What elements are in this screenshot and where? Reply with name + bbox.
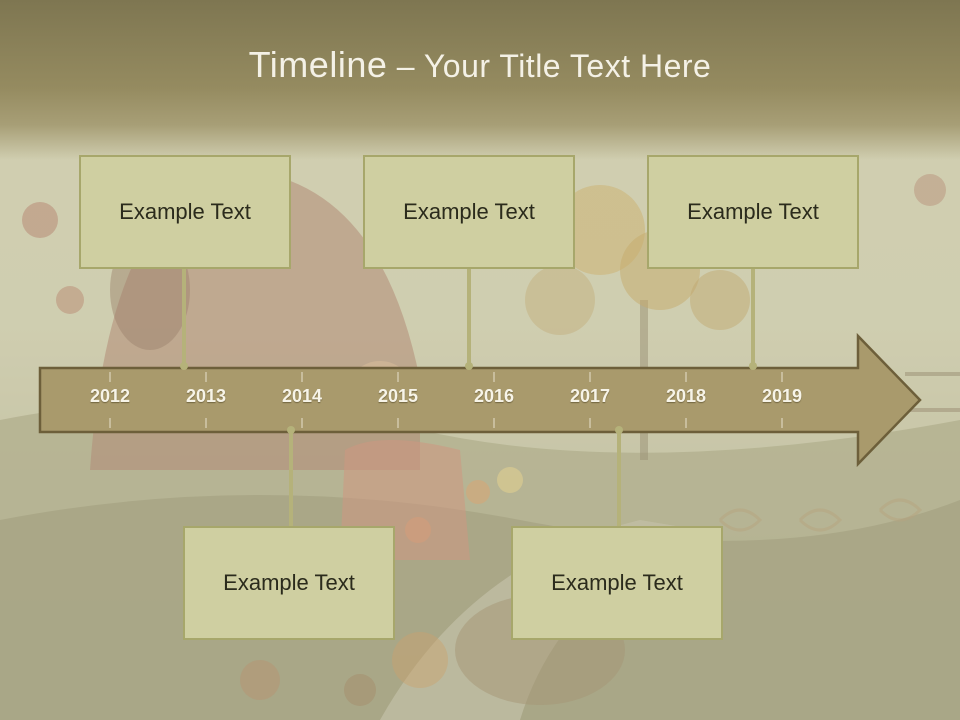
year-label-2012: 2012 — [89, 386, 131, 406]
year-label-2015: 2015 — [377, 386, 419, 406]
event-text: Example Text — [403, 199, 535, 224]
event-text: Example Text — [223, 570, 355, 595]
event-box-bottom-2[interactable]: Example Text — [511, 526, 723, 640]
year-label-2018: 2018 — [665, 386, 707, 406]
event-box-top-3[interactable]: Example Text — [647, 155, 859, 269]
event-box-bottom-1[interactable]: Example Text — [183, 526, 395, 640]
connector-dot-bottom-1 — [287, 426, 295, 434]
title-band — [0, 0, 960, 160]
event-text: Example Text — [551, 570, 683, 595]
year-label-2019: 2019 — [761, 386, 803, 406]
year-label-2017: 2017 — [569, 386, 611, 406]
event-box-top-1[interactable]: Example Text — [79, 155, 291, 269]
event-box-top-2[interactable]: Example Text — [363, 155, 575, 269]
event-text: Example Text — [119, 199, 251, 224]
connector-dot-top-2 — [465, 362, 473, 370]
year-label-2013: 2013 — [185, 386, 227, 406]
connector-dot-bottom-2 — [615, 426, 623, 434]
title-rest: – Your Title Text Here — [387, 48, 712, 84]
connector-dot-top-1 — [180, 362, 188, 370]
year-ticks — [109, 372, 783, 428]
timeline-arrow — [38, 332, 922, 468]
year-label-2016: 2016 — [473, 386, 515, 406]
event-text: Example Text — [687, 199, 819, 224]
year-label-2014: 2014 — [281, 386, 323, 406]
title-lead: Timeline — [248, 44, 388, 85]
slide-title: Timeline – Your Title Text Here — [0, 44, 960, 86]
connector-dot-top-3 — [749, 362, 757, 370]
